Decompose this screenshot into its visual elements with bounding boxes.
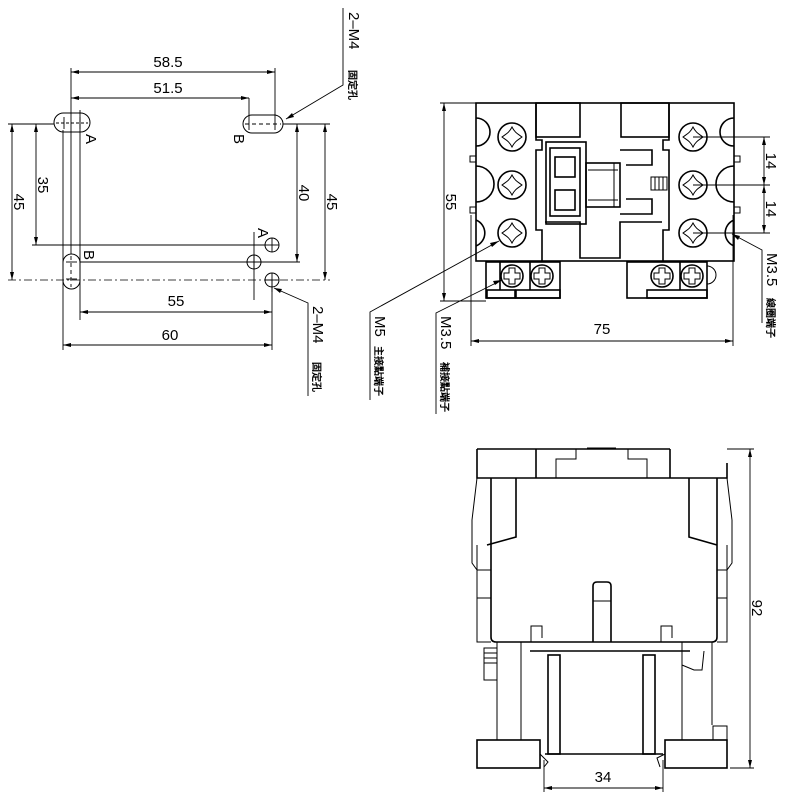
dim-60: 60 [162, 327, 179, 344]
slot-hole-bottom-left [62, 253, 81, 290]
dim-55: 55 [168, 293, 185, 310]
aux-terminal-screws [500, 264, 704, 288]
svg-text:主接點端子: 主接點端子 [372, 346, 385, 396]
dim-34-rail: 34 [595, 769, 612, 786]
dim-75-width: 75 [594, 321, 611, 338]
top-view: 55 75 14 14 M5 主接點端子 M3.5 補接點端子 [369, 102, 780, 414]
dim-14-lower: 14 [762, 201, 779, 218]
side-view: 92 34 [471, 447, 765, 792]
hole-label-a-bottom: A [254, 228, 271, 238]
dim-58-5: 58.5 [153, 54, 182, 71]
svg-text:M3.5: M3.5 [763, 253, 780, 286]
svg-text:固定孔: 固定孔 [346, 70, 359, 100]
callout-m3-5-aux-terminal: M3.5 補接點端子 [435, 279, 503, 414]
dim-45-left: 45 [10, 194, 27, 211]
slot-hole-top-left [53, 112, 91, 133]
dim-35: 35 [34, 177, 51, 194]
mounting-hole-view: 58.5 51.5 45 35 40 45 55 60 A B A B [8, 8, 362, 396]
hole-label-b-top: B [230, 134, 247, 144]
dim-45-right: 45 [323, 194, 340, 211]
main-terminal-screws-left [497, 122, 527, 248]
callout-m5-main-terminal: M5 主接點端子 [369, 240, 500, 400]
svg-text:2–M4: 2–M4 [309, 306, 326, 344]
svg-text:固定孔: 固定孔 [310, 362, 323, 392]
dim-14-upper: 14 [762, 153, 779, 170]
svg-text:M3.5: M3.5 [437, 316, 454, 349]
dim-55-height: 55 [442, 194, 459, 211]
round-holes-bottom-right [246, 237, 280, 292]
callout-m3-5-coil-terminal: M3.5 線圈端子 [731, 233, 780, 338]
hole-label-b-bottom: B [80, 250, 97, 260]
dim-40: 40 [295, 185, 312, 202]
dim-51-5: 51.5 [153, 80, 182, 97]
callout-2-m4-top: 2–M4 固定孔 [285, 8, 362, 120]
svg-text:M5: M5 [371, 316, 388, 337]
svg-text:補接點端子: 補接點端子 [438, 361, 451, 412]
svg-text:2–M4: 2–M4 [345, 12, 362, 50]
dim-92-height: 92 [748, 600, 765, 617]
svg-text:線圈端子: 線圈端子 [764, 298, 777, 338]
callout-2-m4-bottom: 2–M4 固定孔 [273, 287, 326, 396]
hole-label-a-top: A [82, 134, 99, 144]
